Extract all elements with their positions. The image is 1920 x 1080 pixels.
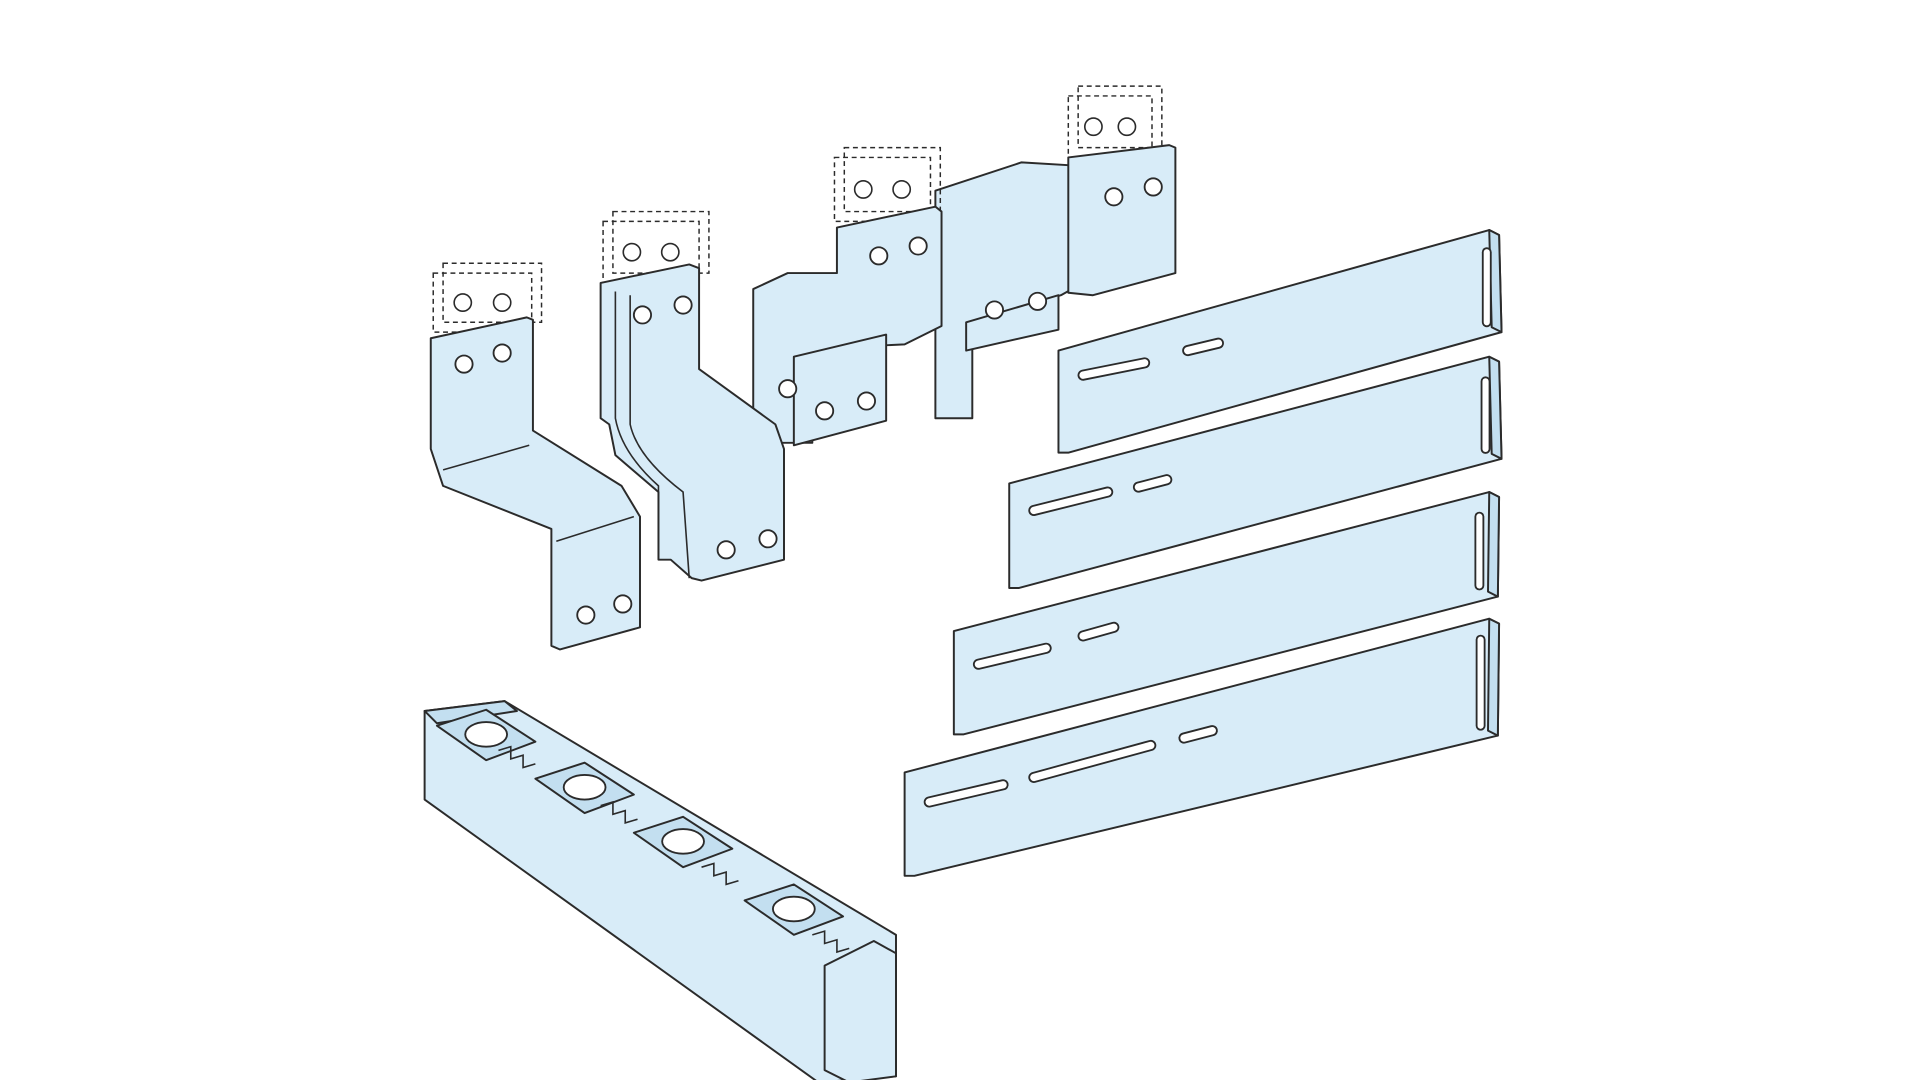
phantom-bolt-hole	[892, 180, 912, 199]
insulator-bolt-hole	[772, 895, 816, 923]
slot	[1030, 488, 1112, 515]
connector-foot	[792, 333, 888, 447]
mounting-plate-1	[1057, 229, 1503, 454]
bolt-hole	[613, 594, 633, 614]
bolt-hole	[778, 379, 798, 399]
phantom-bolt-hole	[853, 180, 873, 199]
slot	[1079, 623, 1118, 640]
phantom-terminal-outline	[843, 146, 942, 213]
phantom-bolt-hole	[1117, 117, 1137, 137]
busbar-connector-3	[752, 146, 943, 447]
phantom-bolt-hole	[492, 293, 512, 313]
slot	[1184, 339, 1223, 355]
insulator-groove	[498, 745, 536, 769]
bolt-hole	[758, 529, 778, 549]
bolt-hole	[984, 300, 1005, 320]
phantom-terminal-outline	[442, 262, 543, 324]
bolt-hole	[716, 540, 736, 560]
phantom-bolt-hole	[453, 293, 473, 313]
slot	[1079, 359, 1149, 379]
busbar-support-insulator	[423, 700, 897, 1080]
bend-edge	[629, 295, 691, 579]
bolt-hole	[454, 354, 474, 374]
bolt-hole	[908, 236, 928, 256]
phantom-terminal-outline	[602, 220, 700, 284]
insulator-bolt-hole	[661, 828, 705, 855]
phantom-terminal-outline	[1067, 95, 1153, 159]
connector-body	[599, 263, 785, 582]
slot	[1180, 726, 1216, 742]
insulator-top-edge	[423, 700, 518, 725]
insulator-groove	[600, 800, 638, 824]
plate-edge	[1487, 617, 1501, 737]
connector-body	[934, 161, 1085, 420]
connector-body	[429, 316, 641, 651]
busbar-connector-1	[429, 262, 641, 651]
insulator-bolt-hole	[562, 774, 607, 801]
phantom-terminal-outline	[1077, 85, 1163, 149]
insulator-groove	[701, 862, 739, 886]
bolt-hole	[856, 391, 877, 411]
phantom-bolt-hole	[622, 242, 642, 262]
plate-edge	[1488, 355, 1503, 460]
slot	[1030, 741, 1155, 782]
busbar-connector-2	[599, 210, 785, 582]
bolt-hole	[1143, 177, 1163, 197]
mounting-plate-4	[903, 617, 1501, 877]
insulator-end-block	[823, 940, 897, 1080]
bolt-hole	[632, 305, 652, 325]
mounting-plate-2	[1008, 355, 1503, 589]
bend-edge	[442, 444, 530, 471]
insulator-bolt-hole	[464, 721, 509, 748]
bolt-hole	[815, 401, 835, 421]
bend-edge	[614, 291, 660, 560]
plate-edge	[1487, 491, 1501, 598]
slot	[974, 644, 1050, 668]
bolt-hole	[1104, 187, 1124, 207]
insulator-groove	[812, 930, 850, 954]
bolt-hole	[869, 246, 889, 266]
bolt-hole	[673, 295, 693, 315]
phantom-terminal-outline	[612, 210, 710, 274]
phantom-bolt-hole	[1084, 117, 1103, 137]
phantom-bolt-hole	[660, 242, 680, 262]
bolt-hole	[1028, 291, 1048, 311]
busbar-connector-4	[934, 85, 1177, 420]
bolt-hole	[492, 343, 512, 363]
connector-terminal	[1067, 144, 1177, 297]
bend-edge	[556, 515, 635, 542]
slot	[925, 781, 1007, 806]
bolt-hole	[576, 605, 596, 625]
mounting-plate-3	[952, 491, 1501, 736]
slot	[1134, 476, 1171, 491]
